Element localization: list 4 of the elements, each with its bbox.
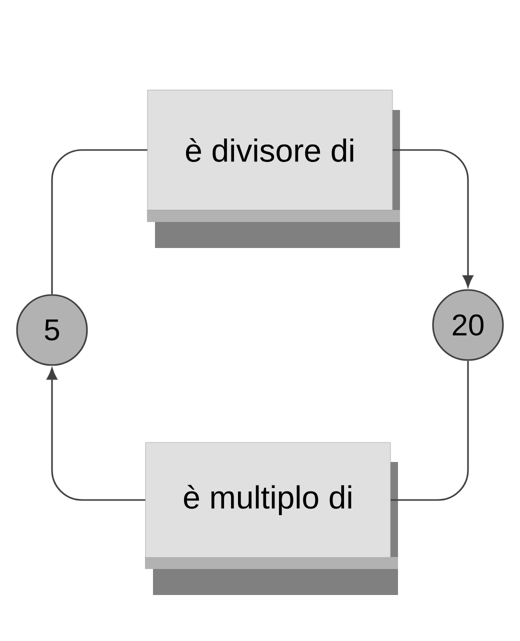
relation-box: è divisore di [147, 90, 400, 248]
arrow [392, 149, 474, 288]
arrow [46, 368, 146, 501]
relation-box: è multiplo di [145, 442, 398, 595]
